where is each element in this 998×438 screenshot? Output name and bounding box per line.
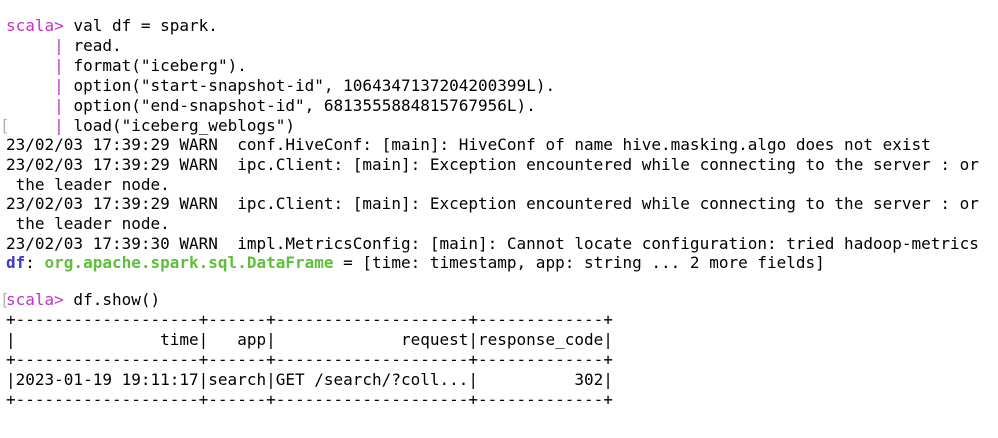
prompt-line: scala> val df = spark. (6, 16, 218, 36)
table-border: +-------------------+------+------------… (6, 350, 613, 369)
table-border: +-------------------+------+------------… (6, 390, 613, 409)
table-border: +-------------------+------+------------… (6, 310, 613, 329)
log-line: the leader node. (6, 214, 170, 233)
command-text: option("end-snapshot-id", 68135558848157… (63, 96, 536, 115)
continuation-marker: | (54, 76, 64, 95)
continuation-line: | read. (6, 36, 122, 56)
log-line: 23/02/03 17:39:29 WARN ipc.Client: [main… (6, 194, 979, 213)
continuation-marker: | (54, 116, 64, 135)
log-line: the leader node. (6, 175, 170, 194)
command-text: format("iceberg"). (63, 56, 247, 75)
command-text: read. (63, 36, 122, 55)
continuation-line: | format("iceberg"). (6, 56, 247, 76)
table-row: |2023-01-19 19:11:17|search|GET /search/… (6, 370, 613, 389)
scala-prompt: scala> (6, 290, 64, 309)
result-type: org.apache.spark.sql.DataFrame (44, 253, 334, 272)
result-variable-name: df (6, 253, 26, 272)
result-line: df: org.apache.spark.sql.DataFrame = [ti… (6, 253, 825, 273)
continuation-line: | option("start-snapshot-id", 1064347137… (6, 76, 555, 96)
selection-bracket: [ (0, 116, 10, 135)
log-line: 23/02/03 17:39:30 WARN impl.MetricsConfi… (6, 234, 979, 253)
table-header: | time| app| request|response_code| (6, 330, 613, 349)
command-text: option("start-snapshot-id", 106434713720… (63, 76, 556, 95)
result-schema: = [time: timestamp, app: string ... 2 mo… (333, 253, 825, 272)
continuation-line: | load("iceberg_weblogs") (6, 116, 295, 136)
continuation-marker: | (54, 56, 64, 75)
log-line: 23/02/03 17:39:29 WARN ipc.Client: [main… (6, 155, 979, 174)
continuation-marker: | (54, 96, 64, 115)
command-text: val df = spark. (63, 16, 218, 35)
continuation-marker: | (54, 36, 64, 55)
command-text: load("iceberg_weblogs") (63, 116, 295, 135)
selection-bracket: [ (0, 290, 10, 309)
result-colon: : (25, 253, 45, 272)
scala-prompt: scala> (6, 16, 64, 35)
log-line: 23/02/03 17:39:29 WARN conf.HiveConf: [m… (6, 135, 931, 154)
command-text: df.show() (63, 290, 161, 309)
continuation-line: | option("end-snapshot-id", 681355588481… (6, 96, 536, 116)
prompt-line: scala> df.show() (6, 290, 160, 310)
